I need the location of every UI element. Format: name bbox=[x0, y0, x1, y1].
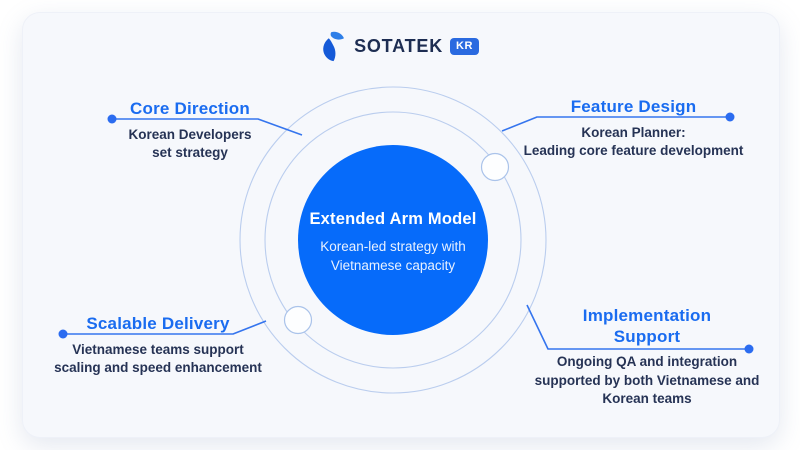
connector-core-direction bbox=[112, 118, 303, 136]
connector-scalable-delivery bbox=[63, 320, 267, 335]
callout-description: Ongoing QA and integration supported by … bbox=[534, 354, 760, 406]
inner-ring bbox=[264, 111, 522, 369]
callout-description: Korean Planner: Leading core feature dev… bbox=[523, 124, 744, 158]
callout-title: Feature Design bbox=[570, 97, 697, 116]
connector-implementation-support bbox=[526, 304, 749, 350]
callout-title: Implementation Support bbox=[582, 306, 712, 346]
callout-title: Core Direction bbox=[130, 99, 250, 118]
callout-scalable-delivery: Scalable Delivery Vietnamese teams suppo… bbox=[47, 314, 269, 377]
center-title: Extended Arm Model bbox=[309, 210, 477, 229]
callout-description: Korean Developers set strategy bbox=[128, 126, 252, 160]
endpoint-dot-scalable-delivery bbox=[58, 329, 68, 339]
endpoint-dot-core-direction bbox=[107, 114, 117, 124]
callout-title: Scalable Delivery bbox=[86, 314, 230, 333]
endpoint-dot-implementation-support bbox=[744, 344, 754, 354]
header-logo: SOTATEK KR bbox=[0, 28, 800, 64]
brand-text: SOTATEK bbox=[354, 35, 444, 56]
center-circle: Extended Arm Model Korean-led strategy w… bbox=[298, 145, 488, 335]
outer-ring bbox=[239, 86, 547, 394]
orbit-node-top-right bbox=[480, 152, 510, 182]
center-subtitle: Korean-led strategy with Vietnamese capa… bbox=[320, 239, 466, 273]
connector-feature-design bbox=[501, 116, 730, 132]
callout-core-direction: Core Direction Korean Developers set str… bbox=[85, 99, 295, 162]
endpoint-dot-feature-design bbox=[725, 112, 735, 122]
kr-badge: KR bbox=[450, 37, 479, 55]
orbit-node-bottom-left bbox=[283, 305, 313, 335]
callout-implementation-support: Implementation Support Ongoing QA and in… bbox=[531, 306, 763, 408]
callout-description: Vietnamese teams support scaling and spe… bbox=[54, 341, 262, 375]
callout-feature-design: Feature Design Korean Planner: Leading c… bbox=[511, 97, 756, 160]
sotatek-logo-icon bbox=[323, 31, 345, 62]
